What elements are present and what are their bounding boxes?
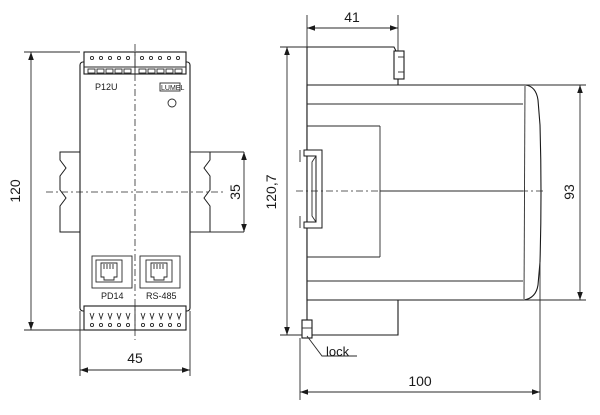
dim-depth-total: 100 — [408, 373, 432, 389]
port-rs485 — [139, 255, 181, 289]
front-view: P12U LUMEL PD14 RS-485 — [7, 44, 247, 376]
brand-logo: LUMEL — [161, 85, 184, 92]
brand-logo-box — [159, 82, 181, 92]
dim-width-front: 45 — [127, 350, 143, 366]
port-left-label: PD14 — [101, 291, 124, 301]
dim-height-front: 120 — [7, 179, 23, 203]
dim-front-height: 93 — [561, 184, 577, 200]
status-led — [167, 98, 177, 108]
side-din-rail — [303, 149, 323, 229]
dim-rail: 35 — [227, 184, 243, 200]
side-front-body — [306, 84, 542, 301]
port-right-label: RS-485 — [146, 291, 177, 301]
side-view: 41 120,7 93 100 lock — [263, 9, 586, 400]
model-label: P12U — [95, 82, 118, 92]
side-lock — [301, 319, 313, 339]
side-top-clip — [393, 50, 405, 80]
lock-label: lock — [326, 344, 350, 359]
dim-depth-top: 41 — [344, 9, 360, 25]
dim-total-height: 120,7 — [263, 174, 279, 209]
port-pd14 — [91, 255, 133, 289]
